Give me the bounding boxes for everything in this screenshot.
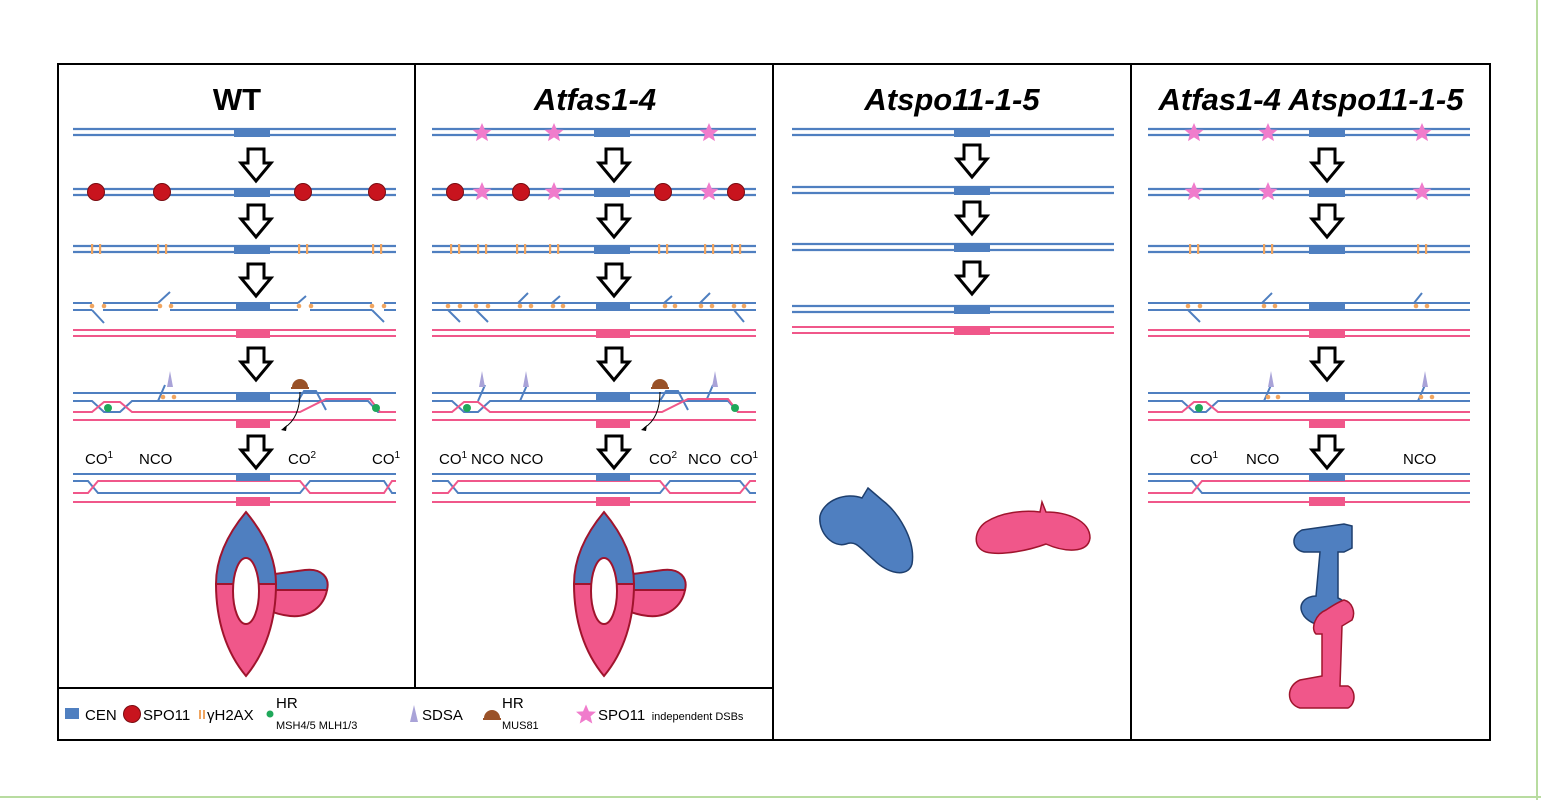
- univalent-blue: [819, 486, 914, 574]
- svg-text:NCO: NCO: [139, 451, 172, 468]
- panel-title-atfas1-4: Atfas1-4: [533, 82, 656, 117]
- svg-text:CO1: CO1: [439, 450, 468, 468]
- mus81-swatch: [483, 710, 501, 720]
- legend: CEN SPO11 γH2AX HR MSH4/5 MLH1/3 SDSA HR…: [65, 695, 744, 732]
- wt-bivalent: [214, 510, 329, 678]
- svg-text:CO1: CO1: [85, 450, 114, 468]
- svg-text:NCO: NCO: [1403, 451, 1436, 468]
- legend-gh2ax: γH2AX: [207, 707, 254, 724]
- svg-text:CO1: CO1: [730, 450, 759, 468]
- panel-title-atspo11-1-5: Atspo11-1-5: [863, 82, 1040, 117]
- panel-title-wt: WT: [213, 82, 261, 117]
- wt-panel: CO1 NCO CO2 CO1: [73, 127, 401, 678]
- atfas-panel: CO1 NCO NCO CO2 NCO CO1: [432, 123, 759, 678]
- legend-sdsa: SDSA: [422, 707, 463, 724]
- cen-swatch: [65, 708, 79, 719]
- double-univalents: [1288, 523, 1355, 709]
- legend-hr1-title: HR: [276, 695, 298, 712]
- legend-hr1-sub: MSH4/5 MLH1/3: [276, 720, 357, 732]
- svg-text:CO1: CO1: [372, 450, 401, 468]
- double-outcome-labels: CO1 NCO NCO: [1190, 450, 1436, 468]
- sdsa-swatch: [410, 705, 418, 722]
- svg-text:NCO: NCO: [1246, 451, 1279, 468]
- legend-hr2-sub: MUS81: [502, 720, 539, 732]
- star-swatch: [576, 704, 596, 724]
- frame-line-bottom: [0, 796, 1541, 798]
- frame-line-right: [1536, 0, 1538, 800]
- hr-msh-swatch: [266, 710, 274, 718]
- svg-text:NCO: NCO: [510, 451, 543, 468]
- atfas-bivalent: [572, 510, 687, 678]
- gh2ax-swatch: [199, 710, 205, 719]
- svg-text:CO2: CO2: [649, 450, 678, 468]
- svg-text:NCO: NCO: [688, 451, 721, 468]
- svg-text:NCO: NCO: [471, 451, 504, 468]
- legend-cen: CEN: [85, 707, 117, 724]
- spo11-swatch: [123, 705, 141, 723]
- univalent-pink: [975, 499, 1091, 555]
- double-panel: CO1 NCO NCO: [1148, 123, 1470, 709]
- panel-title-double-mutant: Atfas1-4 Atspo11-1-5: [1158, 82, 1465, 117]
- legend-hr2-title: HR: [502, 695, 524, 712]
- atfas-outcome-labels: CO1 NCO NCO CO2 NCO CO1: [439, 450, 759, 468]
- svg-text:CO1: CO1: [1190, 450, 1219, 468]
- legend-independent: SPO11 independent DSBs: [598, 707, 744, 724]
- wt-outcome-labels: CO1 NCO CO2 CO1: [85, 450, 401, 468]
- atspo-panel: [792, 127, 1114, 574]
- panel-frames: [57, 63, 1491, 741]
- svg-text:CO2: CO2: [288, 450, 317, 468]
- legend-spo11: SPO11: [143, 707, 190, 724]
